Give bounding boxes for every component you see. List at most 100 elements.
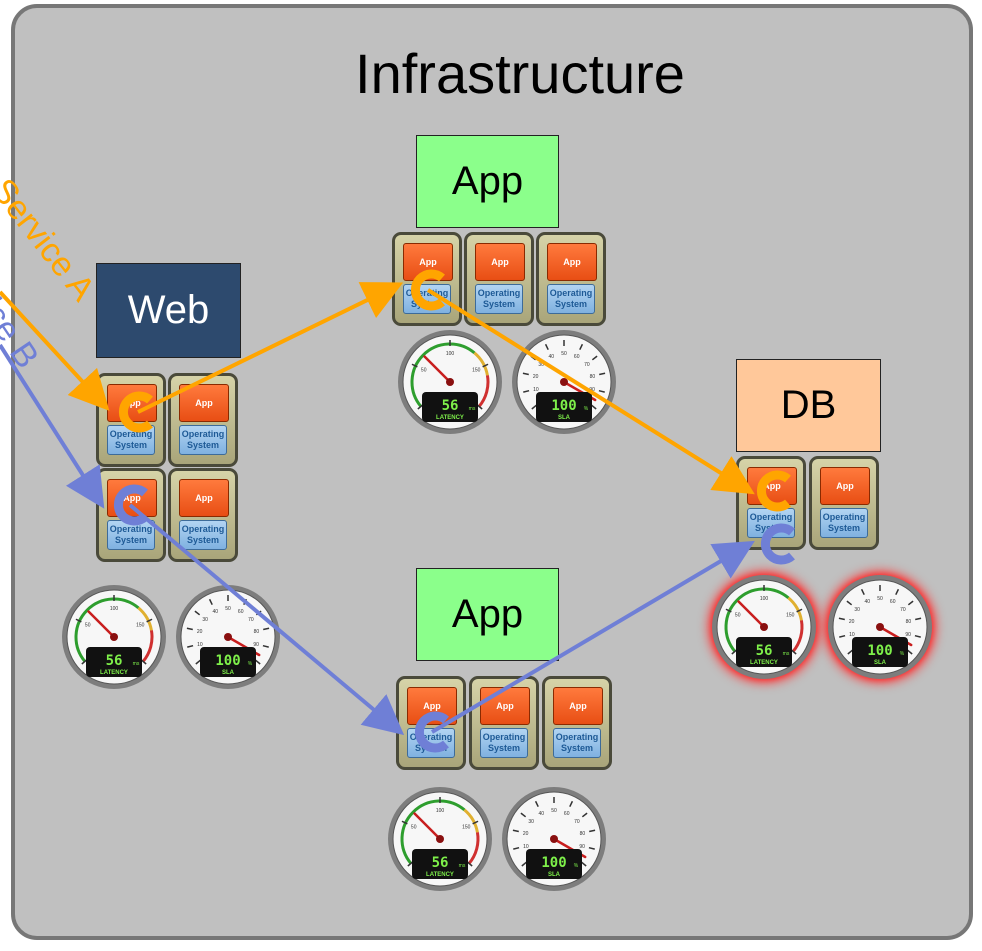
gauge-yellow-band [473, 351, 489, 376]
gauge-tick [521, 861, 527, 867]
gauge-tick [838, 617, 845, 621]
gauge-tick-label: 70 [574, 819, 580, 825]
gauge-tick [914, 634, 921, 638]
service-a-nodes [118, 269, 791, 512]
gauge-unit: % [900, 651, 905, 657]
gauge-tick [186, 627, 193, 631]
gauge-tick-label: 100 [446, 351, 455, 357]
gauge-tick-label: 40 [539, 811, 545, 817]
gauge-tick-label: 50 [561, 351, 567, 357]
gauge-unit: ms [469, 406, 476, 412]
gauge-tick-label: 60 [890, 599, 896, 605]
gauge-value: 56 [106, 653, 123, 669]
panel-title: Infrastructure [355, 42, 685, 105]
gauge-tick-label: 50 [225, 606, 231, 612]
gauge-tick-label: 40 [865, 599, 871, 605]
os-block: Operating System [480, 728, 528, 758]
gauge-tick [847, 649, 853, 655]
gauge-tick-label: 50 [421, 368, 427, 374]
gauge-tick-label: 100 [436, 808, 445, 814]
gauge-value: 56 [432, 855, 449, 871]
gauge-tick [796, 608, 803, 613]
service-a-arrow-app-to-db [426, 288, 755, 495]
app-block: App [820, 467, 870, 505]
gauge-tick-label: 80 [906, 619, 912, 625]
service-a-flow [0, 282, 755, 495]
service-a-node-web [118, 391, 153, 433]
gauge-tick [75, 618, 82, 623]
service-b-node-app [414, 711, 449, 753]
gauge-tick [411, 363, 418, 368]
app-top-server-1[interactable]: App Operating System [392, 232, 462, 326]
gauge-yellow-band [787, 596, 803, 621]
service-b-arrow-app-to-db [430, 540, 755, 734]
gauge-tick [194, 610, 201, 616]
app-top-server-3[interactable]: App Operating System [536, 232, 606, 326]
gauge-tick [513, 846, 520, 850]
gauge-tick [512, 829, 519, 833]
service-a-arrow-web-to-app [137, 282, 404, 414]
db-server-2[interactable]: App Operating System [809, 456, 879, 550]
gauge-tick-label: 10 [849, 632, 855, 638]
app-bottom-server-2[interactable]: App Operating System [469, 676, 539, 770]
gauge-hub [760, 623, 768, 631]
gauge-value: 100 [867, 643, 892, 659]
app-block: App [553, 687, 603, 725]
gauge-tick-label: 80 [580, 831, 586, 837]
gauge-tick-label: 50 [85, 623, 91, 629]
gauge-tick [522, 372, 529, 376]
gauge-tick [598, 389, 605, 393]
app-block: App [179, 479, 229, 517]
gauge-red-band [467, 832, 480, 865]
gauge-tick [195, 659, 201, 665]
gauge-hub [876, 623, 884, 631]
os-block: Operating System [179, 425, 227, 455]
app-bottom-sla-gauge: 0102030405060708090100100%SLA [502, 787, 606, 891]
web-server-4[interactable]: App Operating System [168, 468, 238, 562]
gauge-hub [110, 633, 118, 641]
web-server-2[interactable]: App Operating System [168, 373, 238, 467]
os-block: Operating System [553, 728, 601, 758]
gauge-tick [725, 608, 732, 613]
gauge-tick-label: 50 [877, 596, 883, 602]
gauge-tick [731, 649, 737, 655]
service-a-node-app [410, 269, 445, 311]
app-top-server-2[interactable]: App Operating System [464, 232, 534, 326]
gauge-tick-label: 30 [854, 607, 860, 613]
gauge-tick [401, 820, 408, 825]
gauge-tick [579, 343, 584, 350]
gauge-tick [569, 800, 574, 807]
gauge-hub [446, 378, 454, 386]
gauge-label: LATENCY [100, 670, 128, 676]
service-b-node-web [113, 484, 148, 526]
gauge-green-band [410, 342, 476, 408]
gauge-unit: % [584, 406, 589, 412]
gauge-value: 56 [442, 398, 459, 414]
db-latency-gauge-alert: 05010015020056msLATENCY [712, 575, 816, 679]
gauge-tick [589, 829, 596, 833]
gauge-yellow-band [463, 808, 479, 833]
gauge-tick [262, 644, 269, 648]
gauge-tick [477, 404, 483, 410]
gauge-tick-label: 30 [202, 617, 208, 623]
gauge-needle [737, 600, 766, 629]
gauge-tick-label: 150 [472, 368, 481, 374]
gauge-tick [531, 404, 537, 410]
gauge-tick-label: 50 [735, 613, 741, 619]
app-bottom-server-3[interactable]: App Operating System [542, 676, 612, 770]
gauge-tick-label: 20 [849, 619, 855, 625]
gauge-tick-label: 90 [905, 632, 911, 638]
gauge-tick-label: 150 [462, 825, 471, 831]
gauge-unit: ms [783, 651, 790, 657]
service-b-arrow-into-web [0, 343, 105, 509]
gauge-tick [417, 404, 423, 410]
gauge-tick-label: 30 [538, 362, 544, 368]
gauge-tick [534, 800, 539, 807]
app-tier-top-label: App [416, 135, 559, 228]
gauge-tick-label: 70 [900, 607, 906, 613]
os-block: Operating System [475, 284, 523, 314]
gauge-tick [141, 659, 147, 665]
gauge-label: SLA [558, 415, 571, 421]
gauge-tick [907, 600, 914, 606]
gauge-tick-label: 10 [523, 844, 529, 850]
